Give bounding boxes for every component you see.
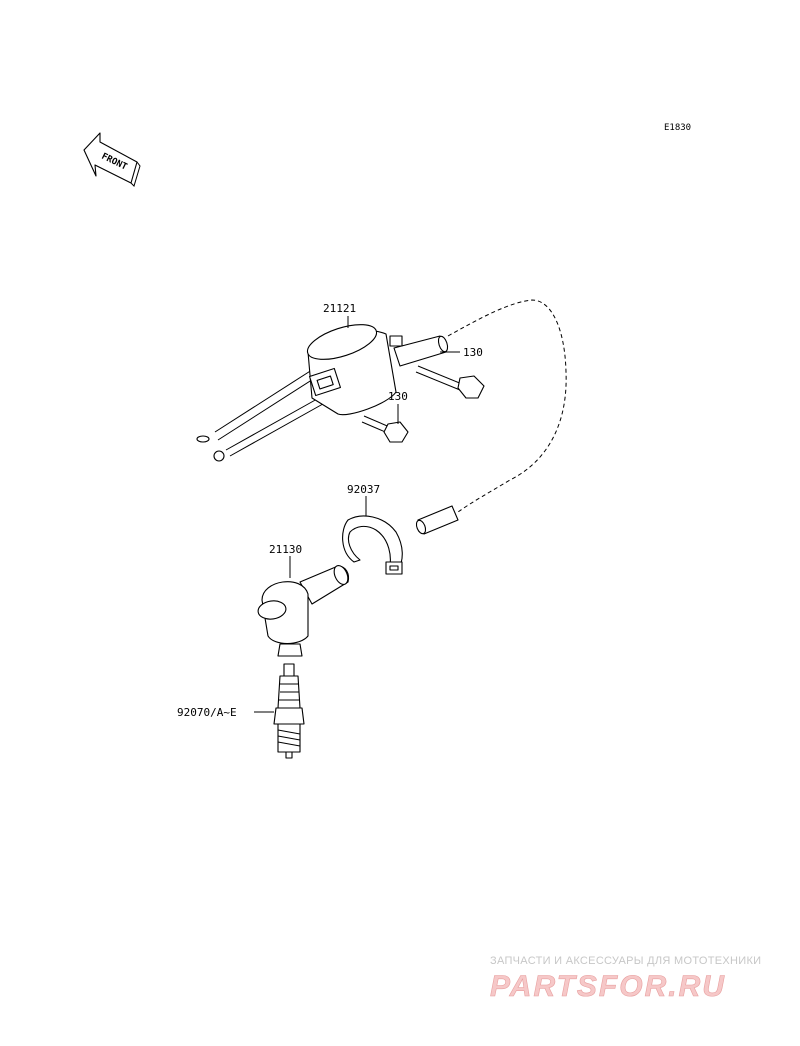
label-92070: 92070/A~E [177, 706, 237, 719]
lead-connector [415, 505, 459, 535]
label-130-lower: 130 [388, 390, 408, 403]
ignition-coil [196, 324, 449, 462]
clamp [342, 515, 403, 575]
bolt-lower [361, 415, 409, 443]
watermark-brand: PARTSFOR.RU [490, 970, 726, 1003]
watermark-tagline: ЗАПЧАСТИ И АКСЕССУАРЫ ДЛЯ МОТОТЕХНИКИ [490, 955, 761, 967]
front-arrow-icon: FRONT [83, 132, 141, 187]
label-21121: 21121 [323, 302, 356, 315]
label-130-upper: 130 [463, 346, 483, 359]
label-21130: 21130 [269, 543, 302, 556]
diagram-code: E1830 [664, 123, 691, 133]
label-92037: 92037 [347, 483, 380, 496]
spark-plug [273, 663, 305, 759]
bolt-upper [415, 365, 485, 399]
ht-lead [447, 299, 567, 513]
plug-cap [257, 564, 350, 657]
